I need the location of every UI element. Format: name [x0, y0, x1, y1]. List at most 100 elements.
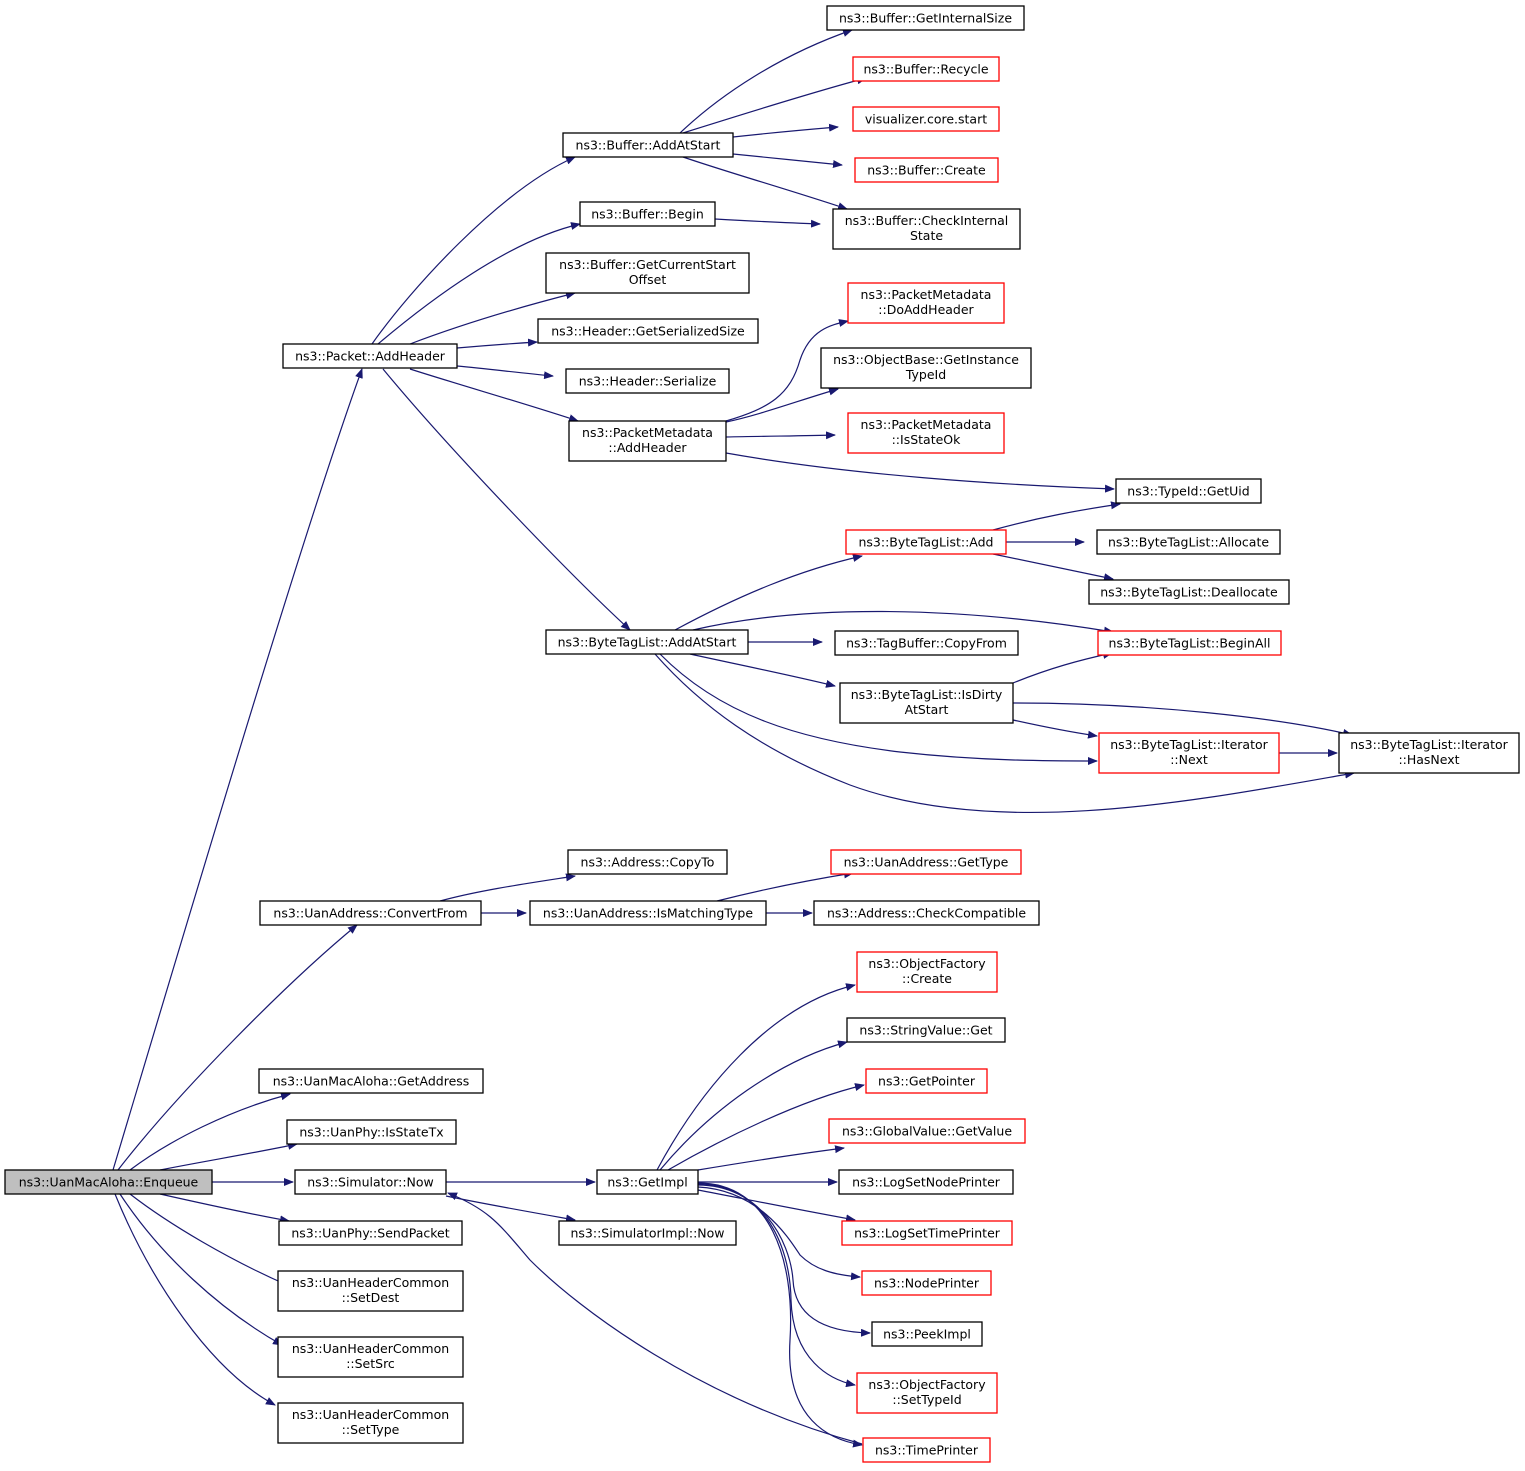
node-peekimpl[interactable]: ns3::PeekImpl — [871, 1321, 983, 1347]
node-label: ns3::Buffer::GetInternalSize — [839, 11, 1012, 26]
node-label: ::SetType — [342, 1422, 400, 1437]
node-label: AtStart — [905, 702, 949, 717]
edge-getimpl-to-peekimpl — [697, 1184, 871, 1337]
node-logsettime[interactable]: ns3::LogSetTimePrinter — [841, 1220, 1013, 1246]
node-label: Offset — [629, 272, 667, 287]
node-btl_dealloc[interactable]: ns3::ByteTagList::Deallocate — [1088, 579, 1290, 605]
edge-pkt_addheader-to-btl_addatstart — [382, 368, 631, 631]
node-of_create[interactable]: ns3::ObjectFactory::Create — [856, 951, 998, 993]
node-phy_sendpacket[interactable]: ns3::UanPhy::SendPacket — [278, 1220, 463, 1246]
node-box — [861, 1270, 992, 1296]
node-box — [277, 1336, 464, 1378]
node-pm_addheader[interactable]: ns3::PacketMetadata::AddHeader — [568, 420, 727, 462]
edge-pm_addheader-to-pm_isok — [725, 431, 836, 440]
node-label: ::SetDest — [342, 1290, 400, 1305]
node-box — [259, 900, 482, 926]
node-buf_recycle[interactable]: ns3::Buffer::Recycle — [852, 56, 1000, 82]
node-sim_now[interactable]: ns3::Simulator::Now — [294, 1169, 447, 1195]
node-box — [277, 1270, 464, 1312]
node-box — [277, 1402, 464, 1444]
node-of_settypeid[interactable]: ns3::ObjectFactory::SetTypeId — [856, 1372, 998, 1414]
node-hc_settype[interactable]: ns3::UanHeaderCommon::SetType — [277, 1402, 464, 1444]
node-box — [846, 1017, 1006, 1043]
node-label: ns3::PacketMetadata — [861, 287, 992, 302]
node-hc_setdest[interactable]: ns3::UanHeaderCommon::SetDest — [277, 1270, 464, 1312]
node-box — [568, 420, 727, 462]
node-timeprinter[interactable]: ns3::TimePrinter — [862, 1437, 991, 1463]
node-box — [278, 1220, 463, 1246]
edge-buf_addatstart-to-buf_getint — [679, 29, 853, 134]
node-getimpl[interactable]: ns3::GetImpl — [596, 1169, 699, 1195]
node-label: ns3::ByteTagList::BeginAll — [1109, 636, 1271, 651]
node-buf_begin[interactable]: ns3::Buffer::Begin — [579, 201, 716, 227]
node-hc_setsrc[interactable]: ns3::UanHeaderCommon::SetSrc — [277, 1336, 464, 1378]
node-getpointer[interactable]: ns3::GetPointer — [865, 1068, 988, 1094]
node-box — [834, 630, 1019, 656]
edge-getimpl-to-logsettime — [697, 1189, 856, 1223]
node-box — [565, 368, 730, 394]
edge-enqueue-to-hc_settype — [114, 1193, 276, 1406]
node-viz_start[interactable]: visualizer.core.start — [852, 106, 1000, 132]
node-buf_getint[interactable]: ns3::Buffer::GetInternalSize — [826, 5, 1025, 31]
node-box — [832, 208, 1021, 250]
node-box — [845, 529, 1007, 555]
edge-pkt_addheader-to-hdr_getser — [456, 338, 538, 349]
node-addr_checkcompat[interactable]: ns3::Address::CheckCompatible — [813, 900, 1040, 926]
node-box — [871, 1321, 983, 1347]
node-box — [838, 1169, 1014, 1195]
node-pm_isok[interactable]: ns3::PacketMetadata::IsStateOk — [847, 412, 1005, 454]
node-btl_beginall[interactable]: ns3::ByteTagList::BeginAll — [1097, 630, 1282, 656]
edge-btl_add-to-btl_dealloc — [992, 553, 1114, 582]
node-buf_create[interactable]: ns3::Buffer::Create — [854, 157, 999, 183]
edge-uan_ismatch-to-uan_gettype — [716, 870, 854, 902]
node-label: ns3::UanMacAloha::Enqueue — [19, 1175, 199, 1190]
node-label: ns3::SimulatorImpl::Now — [570, 1226, 724, 1241]
node-typeid_getuid[interactable]: ns3::TypeId::GetUid — [1115, 478, 1262, 504]
node-addr_copyto[interactable]: ns3::Address::CopyTo — [567, 849, 728, 875]
node-btl_alloc[interactable]: ns3::ByteTagList::Allocate — [1096, 529, 1281, 555]
node-btl_it_next[interactable]: ns3::ByteTagList::Iterator::Next — [1098, 732, 1280, 774]
node-uan_convert[interactable]: ns3::UanAddress::ConvertFrom — [259, 900, 482, 926]
node-label: ns3::UanMacAloha::GetAddress — [273, 1074, 470, 1089]
node-gv_getvalue[interactable]: ns3::GlobalValue::GetValue — [828, 1118, 1026, 1144]
node-uan_gettype[interactable]: ns3::UanAddress::GetType — [830, 849, 1022, 875]
node-label: ns3::GetImpl — [607, 1175, 687, 1190]
edge-pm_addheader-to-pm_doadd — [725, 319, 849, 422]
edge-buf_addatstart-to-buf_create — [732, 153, 843, 169]
node-box — [856, 951, 998, 993]
node-box — [1115, 478, 1262, 504]
node-label: ns3::ByteTagList::Iterator — [1350, 737, 1508, 752]
node-label: ns3::Header::Serialize — [579, 374, 717, 389]
node-hdr_ser[interactable]: ns3::Header::Serialize — [565, 368, 730, 394]
node-hdr_getser[interactable]: ns3::Header::GetSerializedSize — [537, 318, 759, 344]
node-simimpl_now[interactable]: ns3::SimulatorImpl::Now — [558, 1220, 737, 1246]
node-pkt_addheader[interactable]: ns3::Packet::AddHeader — [282, 343, 458, 369]
edge-btl_addatstart-to-btl_beginall — [692, 610, 1114, 635]
node-pm_doadd[interactable]: ns3::PacketMetadata::DoAddHeader — [847, 282, 1005, 324]
node-btl_add[interactable]: ns3::ByteTagList::Add — [845, 529, 1007, 555]
node-box — [579, 201, 716, 227]
node-sv_get[interactable]: ns3::StringValue::Get — [846, 1017, 1006, 1043]
node-phy_isstatetx[interactable]: ns3::UanPhy::IsStateTx — [286, 1119, 457, 1145]
node-btl_addatstart[interactable]: ns3::ByteTagList::AddAtStart — [545, 629, 749, 655]
node-buf_addatstart[interactable]: ns3::Buffer::AddAtStart — [562, 132, 734, 158]
node-label: ns3::ByteTagList::AddAtStart — [558, 635, 737, 650]
node-uan_ismatch[interactable]: ns3::UanAddress::IsMatchingType — [529, 900, 767, 926]
node-label: ns3::Buffer::Begin — [591, 207, 704, 222]
edge-enqueue-to-mac_getaddr — [129, 1092, 291, 1171]
node-btl_it_hasnext[interactable]: ns3::ByteTagList::Iterator::HasNext — [1338, 732, 1520, 774]
node-enqueue[interactable]: ns3::UanMacAloha::Enqueue — [4, 1169, 213, 1195]
node-mac_getaddr[interactable]: ns3::UanMacAloha::GetAddress — [258, 1068, 484, 1094]
node-tagbuf_copy[interactable]: ns3::TagBuffer::CopyFrom — [834, 630, 1019, 656]
node-nodeprinter[interactable]: ns3::NodePrinter — [861, 1270, 992, 1296]
node-logsetnode[interactable]: ns3::LogSetNodePrinter — [838, 1169, 1014, 1195]
node-box — [537, 318, 759, 344]
edge-enqueue-to-pkt_addheader — [112, 368, 363, 1171]
node-label: ns3::Buffer::AddAtStart — [576, 138, 721, 153]
node-box — [1097, 630, 1282, 656]
